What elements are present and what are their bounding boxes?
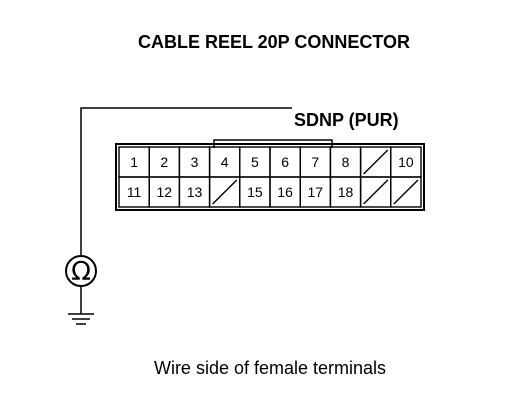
pin-number: 10 — [398, 154, 414, 170]
diagram-title: CABLE REEL 20P CONNECTOR — [138, 32, 410, 52]
unused-pin-slash — [212, 179, 238, 205]
pin-number: 1 — [130, 154, 138, 170]
pin-number: 18 — [338, 184, 354, 200]
pin-number: 6 — [281, 154, 289, 170]
pin-number: 12 — [157, 184, 173, 200]
pin-cell — [390, 176, 422, 208]
pin-number: 11 — [127, 184, 142, 200]
unused-pin-slash — [363, 179, 389, 205]
pin-number: 7 — [311, 154, 319, 170]
unused-pin-slash — [363, 149, 389, 175]
pin-number: 15 — [247, 184, 263, 200]
ohm-symbol: Ω — [71, 257, 91, 287]
pin-number: 17 — [308, 184, 324, 200]
unused-pin-slash — [393, 179, 419, 205]
diagram-caption: Wire side of female terminals — [154, 358, 386, 378]
pin-number: 8 — [342, 154, 350, 170]
pin-number: 3 — [191, 154, 199, 170]
pin-number: 13 — [187, 184, 203, 200]
pin-number: 16 — [277, 184, 293, 200]
pin-number: 5 — [251, 154, 259, 170]
wire-color-label: SDNP (PUR) — [294, 110, 399, 130]
pin-number: 4 — [221, 154, 229, 170]
probe-wire — [80, 107, 292, 256]
pin-number: 2 — [160, 154, 168, 170]
ground-icon — [68, 286, 94, 325]
connector-outline — [115, 143, 425, 211]
